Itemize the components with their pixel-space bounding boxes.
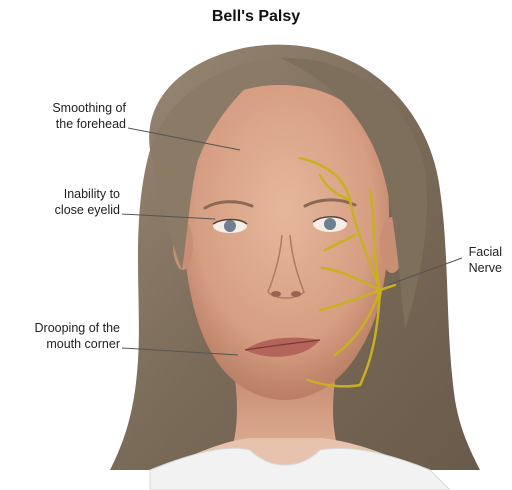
label-mouth: Drooping of the mouth corner — [35, 320, 120, 352]
right-iris — [324, 218, 336, 230]
left-iris — [224, 220, 236, 232]
label-facial-nerve: Facial Nerve — [469, 244, 502, 276]
label-eyelid: Inability to close eyelid — [55, 186, 120, 218]
label-forehead: Smoothing of the forehead — [52, 100, 126, 132]
page-title: Bell's Palsy — [0, 8, 512, 26]
